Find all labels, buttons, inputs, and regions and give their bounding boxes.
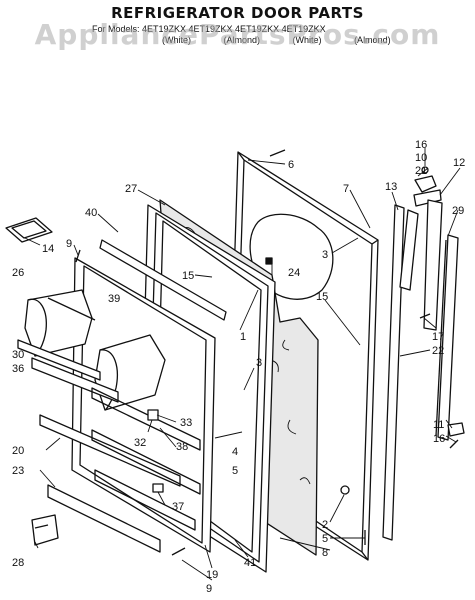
callout-39: 39 xyxy=(108,293,120,305)
finish-label: (Almond) xyxy=(223,35,261,45)
callout-33: 33 xyxy=(180,417,192,429)
callout-6: 6 xyxy=(288,159,294,171)
callout-22: 22 xyxy=(432,345,444,357)
finish-label: (White) xyxy=(162,35,191,45)
callout-37: 37 xyxy=(172,501,184,513)
callout-14: 14 xyxy=(42,243,54,255)
callout-4: 4 xyxy=(232,446,238,458)
callout-27: 27 xyxy=(125,183,137,195)
callout-labels: 6 7 27 40 9 14 26 15 24 3 15 39 30 36 1 … xyxy=(12,139,465,595)
callout-12: 12 xyxy=(453,157,465,169)
callout-28: 28 xyxy=(12,557,24,569)
callout-13: 13 xyxy=(385,181,397,193)
callout-1: 1 xyxy=(240,331,246,343)
door-trim-strips xyxy=(382,199,459,541)
leader-lines xyxy=(24,148,461,581)
callout-26: 26 xyxy=(12,267,24,279)
callout-16: 16 xyxy=(415,139,427,151)
callout-40: 40 xyxy=(85,207,97,219)
callout-24: 24 xyxy=(288,267,300,279)
callout-7: 7 xyxy=(343,183,349,195)
top-hinge xyxy=(413,166,442,207)
callout-2: 2 xyxy=(322,519,328,531)
callout-32: 32 xyxy=(134,437,146,449)
model-list: For Models: 4ET19ZKX 4ET19ZKX 4ET19ZKX 4… xyxy=(92,24,392,46)
door-handle-clip xyxy=(31,514,59,546)
callout-41: 41 xyxy=(244,557,256,569)
callout-38: 38 xyxy=(176,441,188,453)
finish-label: (Almond) xyxy=(354,35,391,45)
callout-17: 17 xyxy=(432,331,444,343)
callout-11: 11 xyxy=(433,419,444,431)
callout-36: 36 xyxy=(12,363,24,375)
callout-5: 5 xyxy=(232,465,238,477)
diagram-title: REFRIGERATOR DOOR PARTS xyxy=(111,4,364,22)
callout-19: 19 xyxy=(206,569,218,581)
callout-16: 16 xyxy=(433,433,445,445)
callout-8: 8 xyxy=(322,547,328,559)
callout-10: 10 xyxy=(415,152,427,164)
model-numbers: For Models: 4ET19ZKX 4ET19ZKX 4ET19ZKX 4… xyxy=(92,24,326,34)
callout-5: 5 xyxy=(322,533,328,545)
callout-3: 3 xyxy=(256,357,262,369)
egg-tray xyxy=(5,217,53,243)
finish-labels: (White) (Almond) (White) (Almond) xyxy=(92,35,392,46)
callout-3: 3 xyxy=(322,249,328,261)
finish-label: (White) xyxy=(292,35,322,45)
callout-15: 15 xyxy=(182,270,194,282)
callout-9: 9 xyxy=(206,583,212,595)
door-liner xyxy=(17,239,227,553)
callout-29: 29 xyxy=(452,205,464,217)
callout-23: 23 xyxy=(12,465,24,477)
bottom-hinge xyxy=(447,422,465,437)
callout-20: 20 xyxy=(12,445,24,457)
callout-9: 9 xyxy=(66,238,72,250)
screws xyxy=(75,149,459,556)
callout-15: 15 xyxy=(316,291,328,303)
callout-30: 30 xyxy=(12,349,24,361)
callout-21: 21 xyxy=(415,165,427,177)
